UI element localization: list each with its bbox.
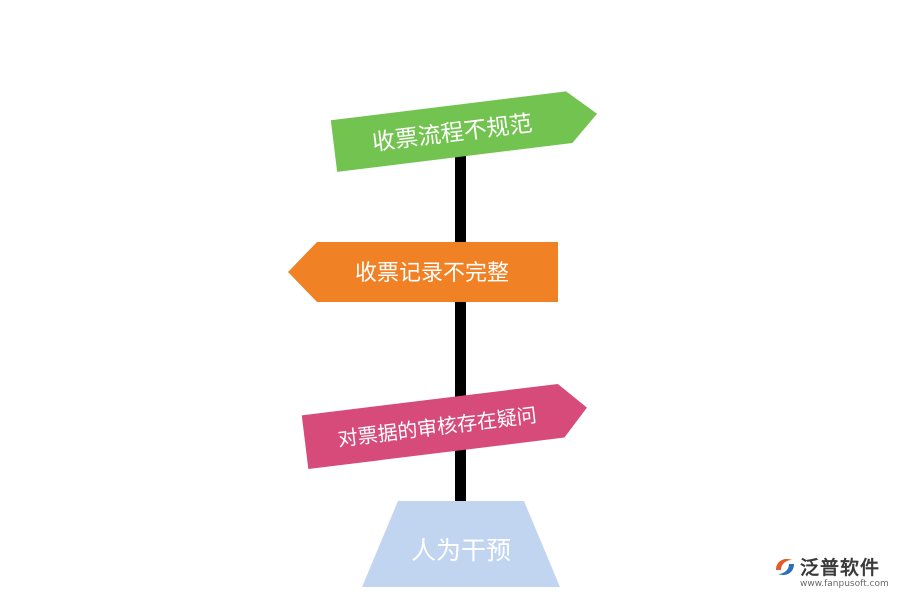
sign-orange: 收票记录不完整 [288,242,558,302]
base-label: 人为干预 [411,536,511,565]
brand-name: 泛普软件 [800,557,881,579]
brand-url: www.fanpusoft.com [800,579,889,589]
sign-pink-arrow [301,383,587,469]
sign-orange-label: 收票记录不完整 [355,261,509,286]
sign-green-arrow [330,91,598,172]
sign-orange-arrow [288,242,558,302]
sign-green: 收票流程不规范 [330,91,598,172]
brand-logo-icon [776,559,794,575]
brand-watermark: 泛普软件 www.fanpusoft.com [772,551,896,595]
signpost-pole [455,150,466,510]
signpost-base: 人为干预 [362,501,560,587]
base-trapezoid [362,501,560,587]
sign-pink: 对票据的审核存在疑问 [301,383,587,469]
